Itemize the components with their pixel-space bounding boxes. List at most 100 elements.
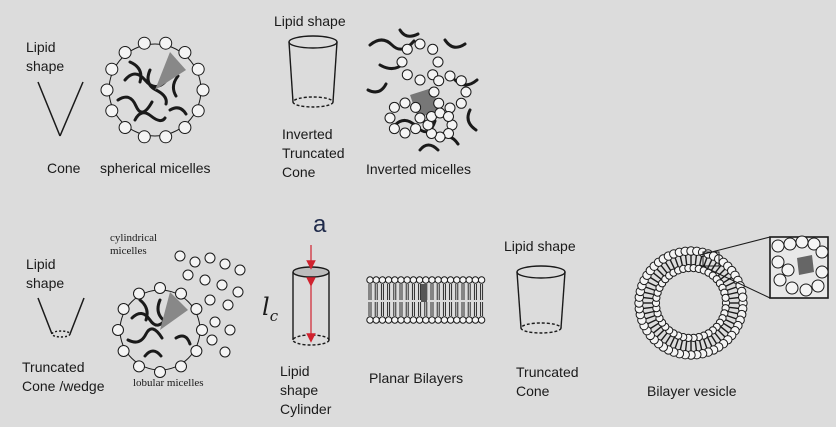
- lipid-tail: [643, 306, 654, 310]
- truncated-cone-wedge-label: Truncated Cone /wedge: [22, 359, 105, 394]
- truncated-cone-shape: [37, 297, 85, 338]
- inverted-micelles-label: Inverted micelles: [366, 161, 472, 177]
- inset-lipid-head: [815, 245, 829, 259]
- lipid-head: [232, 286, 244, 298]
- lipid-tail: [717, 268, 726, 277]
- bilayer-highlight-lipid: [421, 284, 427, 302]
- lipid-tail: [722, 322, 732, 330]
- lipid-head: [191, 62, 205, 76]
- cone-name-label: Cone: [47, 160, 81, 176]
- inset-lipid-head: [781, 263, 795, 277]
- lipid-tail: [694, 340, 698, 351]
- bilayer-head-top: [453, 276, 461, 284]
- bilayer-head-top: [459, 276, 467, 284]
- lipid-head: [154, 366, 166, 378]
- lipid-head: [196, 324, 208, 336]
- lipid-head: [117, 303, 130, 315]
- lipid-head: [175, 360, 187, 373]
- lipid-tail: [674, 257, 680, 268]
- bilayer-head-bottom: [403, 316, 411, 324]
- inset-lipid-head: [815, 265, 829, 279]
- bilayer-head-top: [384, 276, 393, 284]
- bilayer-head-bottom: [409, 316, 418, 324]
- lipid-head: [410, 123, 422, 135]
- lipid-head: [399, 127, 411, 139]
- bilayer-head-top: [415, 276, 424, 284]
- inset-lipid-head: [783, 237, 797, 251]
- lipid-head: [414, 74, 426, 86]
- bilayer-head-top: [440, 276, 449, 284]
- lipid-head: [216, 279, 228, 291]
- bilayer-head-bottom: [372, 316, 380, 324]
- inset-lipid-head: [785, 281, 799, 295]
- bilayer-head-top: [428, 276, 436, 284]
- inverted-cone-name-label: Inverted Truncated Cone: [282, 126, 345, 180]
- spherical-micelle: [108, 43, 202, 137]
- lipid-tail: [714, 332, 722, 341]
- lipid-head: [414, 38, 426, 50]
- lipid-tail: [726, 314, 737, 320]
- lipid-head: [443, 111, 454, 122]
- inset-lipid-head: [807, 237, 821, 251]
- lipid-head: [118, 121, 132, 134]
- cone-shape: [37, 81, 84, 137]
- lipid-tail: [650, 276, 660, 284]
- lipid-head: [105, 62, 119, 76]
- lipid-head: [414, 112, 426, 124]
- bilayer-head-bottom: [434, 316, 442, 324]
- lipid-head: [178, 121, 192, 134]
- lipid-head: [410, 101, 422, 113]
- lipid-tail: [726, 286, 737, 292]
- lipid-head: [137, 130, 151, 144]
- bilayer-head-bottom: [471, 316, 480, 324]
- lipid-head: [428, 86, 440, 98]
- lipid-head: [224, 324, 236, 336]
- lipid-tail: [706, 259, 713, 270]
- lipid-head: [190, 303, 203, 315]
- lipid-tail: [727, 310, 738, 315]
- lipid-tail: [702, 338, 708, 349]
- lipid-head: [174, 250, 186, 262]
- planar-bilayers-label: Planar Bilayers: [369, 370, 464, 386]
- lipid-tail: [656, 268, 665, 277]
- bilayer-head-top: [434, 276, 442, 284]
- bilayer-head-bottom: [422, 316, 430, 324]
- globular-micelles-label: lobular micelles: [133, 377, 204, 389]
- vesicle-outer-head: [738, 292, 748, 302]
- lipid-head: [190, 345, 203, 357]
- cylinder-shape: [292, 266, 330, 346]
- lipid-head: [219, 346, 231, 358]
- inverted-micelle-heads: [384, 38, 472, 143]
- lipid-head: [118, 46, 132, 59]
- spherical-micelles-label: spherical micelles: [100, 160, 211, 176]
- truncated-cone-label: Truncated Cone: [516, 364, 579, 399]
- bilayer-head-bottom: [415, 316, 424, 324]
- lipid-tail: [660, 332, 668, 341]
- lipid-tail: [728, 306, 739, 310]
- bilayer-head-bottom: [397, 316, 405, 324]
- cone-lipid-shape-label: Lipid shape: [26, 39, 65, 74]
- lipid-shape-cylinder-label: Lipid shape Cylinder: [280, 363, 332, 417]
- lipid-head: [384, 112, 396, 124]
- lipid-head: [455, 75, 467, 87]
- lipid-head: [396, 56, 408, 68]
- lipid-head: [219, 258, 231, 270]
- lipid-head: [433, 75, 445, 87]
- vesicle-inset-heads: [771, 235, 829, 297]
- lipid-head: [117, 345, 130, 357]
- bilayer-head-top: [446, 276, 455, 284]
- wedge-lipid-shape-label: Lipid shape: [26, 256, 65, 291]
- inverted-lipid-shape-label: Lipid shape: [274, 13, 346, 29]
- lipid-tail: [710, 334, 718, 344]
- tail-length-symbol: lc: [262, 293, 279, 325]
- lipid-tail: [669, 336, 676, 347]
- lipid-tail: [694, 255, 698, 266]
- lipid-head: [133, 360, 145, 373]
- bilayer-head-bottom: [465, 316, 473, 324]
- lipid-tail: [710, 262, 718, 272]
- lipid-tail: [660, 265, 668, 274]
- lipid-head: [399, 97, 411, 109]
- lipid-head: [191, 104, 205, 118]
- lipid-head: [159, 130, 173, 144]
